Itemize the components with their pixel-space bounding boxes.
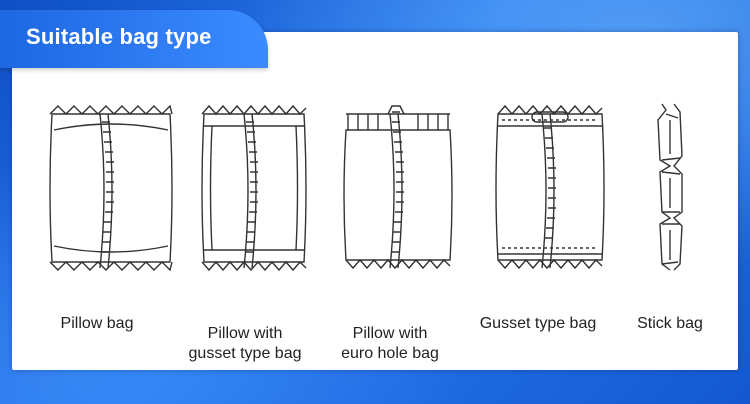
label-pillow-bag: Pillow bag	[60, 315, 134, 332]
stick-bag-icon	[657, 103, 683, 271]
content-panel	[12, 32, 738, 370]
gusset-type-bag-icon	[495, 104, 605, 270]
pillow-gusset-bag-icon	[201, 104, 307, 272]
label-pillow-euro-hole-bag: Pillow with euro hole bag	[341, 325, 439, 362]
pillow-bag-icon	[49, 104, 173, 272]
title-tab	[0, 10, 268, 68]
label-pillow-gusset-bag: Pillow with gusset type bag	[188, 325, 302, 362]
page-title: Suitable bag type	[26, 24, 212, 49]
pillow-euro-hole-bag-icon	[343, 105, 453, 270]
label-stick-bag: Stick bag	[637, 315, 703, 332]
label-gusset-type-bag: Gusset type bag	[479, 315, 597, 332]
